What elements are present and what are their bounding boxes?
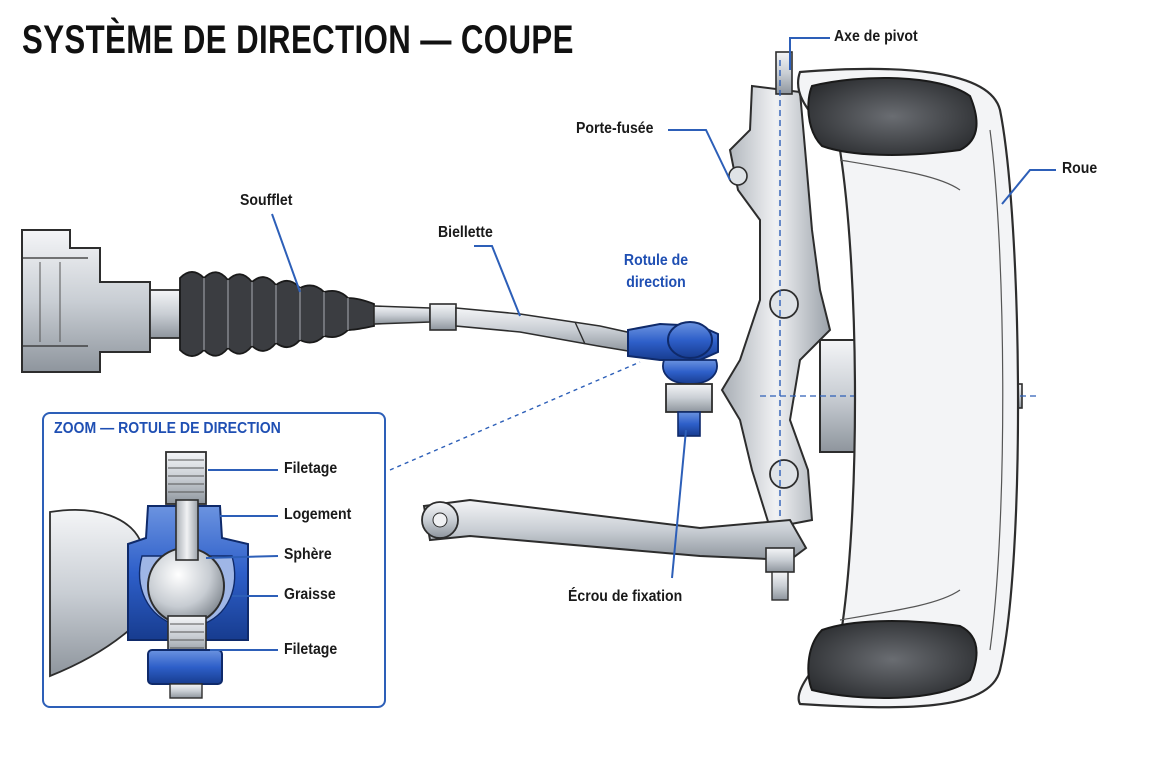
rack-housing — [21, 229, 181, 373]
label-ecrou-fixation: Écrou de fixation — [568, 588, 683, 605]
zoom-label-logement: Logement — [284, 506, 352, 523]
zoom-label-filetage-top: Filetage — [284, 460, 338, 477]
wheel — [797, 67, 1020, 709]
lower-control-arm — [421, 498, 808, 601]
label-axe-pivot: Axe de pivot — [834, 28, 918, 45]
zoom-leader-lines — [205, 469, 279, 651]
steering-knuckle — [720, 51, 832, 560]
page-title: SYSTÈME DE DIRECTION — COUPE — [22, 18, 574, 62]
tie-rod-end — [627, 321, 719, 437]
boot-soufflet — [179, 271, 375, 357]
label-soufflet: Soufflet — [240, 192, 293, 209]
zoom-label-graisse: Graisse — [284, 586, 336, 603]
leader-lines — [271, 37, 1056, 579]
zoom-label-sphere: Sphère — [284, 546, 332, 563]
zoom-inset-title: ZOOM — ROTULE DE DIRECTION — [54, 420, 281, 437]
tie-rod — [373, 303, 637, 353]
zoom-label-filetage-bottom: Filetage — [284, 641, 338, 658]
label-porte-fusee: Porte-fusée — [576, 120, 654, 137]
label-roue: Roue — [1062, 160, 1098, 177]
label-rotule-line1: Rotule de — [623, 252, 689, 269]
zoom-ball-joint — [49, 451, 249, 699]
label-biellette: Biellette — [438, 224, 493, 241]
zoom-inset-frame — [42, 412, 386, 708]
label-rotule-line2: direction — [626, 274, 686, 291]
